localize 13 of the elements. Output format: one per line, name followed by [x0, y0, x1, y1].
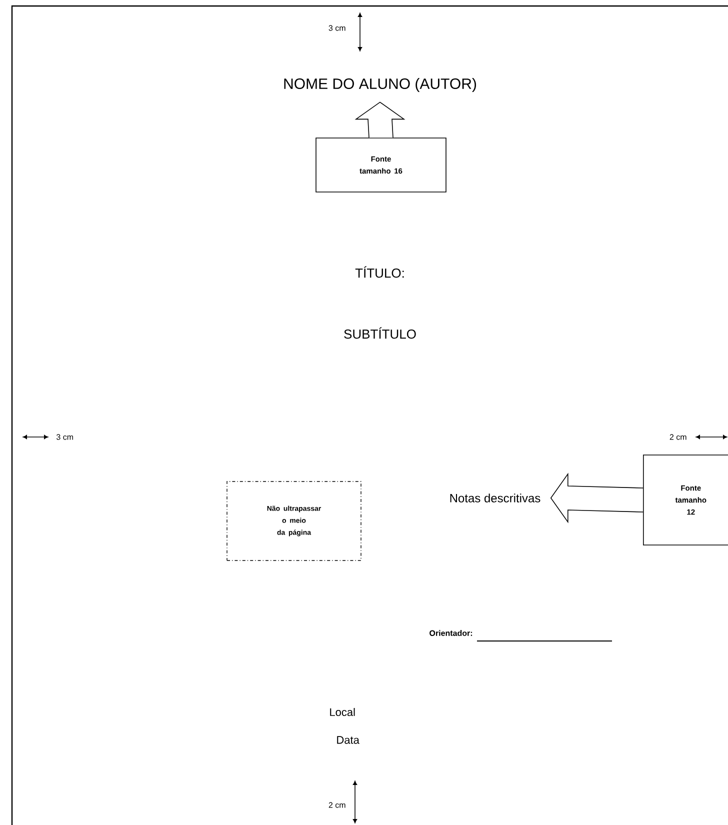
dimension-label: 3 cm [56, 434, 73, 440]
date-text: Data [337, 736, 360, 744]
place-text: Local [330, 708, 355, 716]
dimension-label: 2 cm [670, 434, 686, 440]
dimension-label: 3 cm [328, 25, 346, 31]
heading-text: NOME DO ALUNO (AUTOR) [284, 78, 476, 92]
block-arrow [354, 102, 406, 138]
heading-text: SUBTÍTULO [344, 327, 416, 339]
block-arrow [550, 472, 644, 524]
field-label: Orientador: [430, 630, 472, 636]
heading-text: Notas descritivas [450, 494, 540, 502]
dimension-label: 2 cm [328, 802, 346, 808]
heading-text: TÍTULO: [355, 266, 404, 278]
